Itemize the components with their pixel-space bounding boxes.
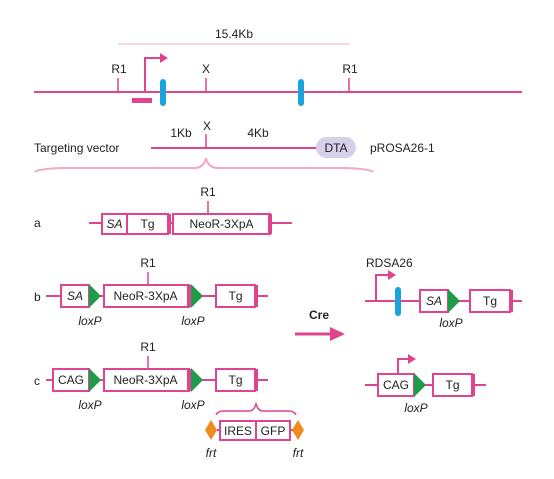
exon-2 — [298, 79, 304, 106]
construct-c: c CAG loxP NeoR-3XpA R1 loxP Tg IRES GFP… — [34, 340, 304, 460]
result-promoter-arrowhead-icon — [388, 270, 396, 280]
loxp-right-label-b: loxP — [181, 314, 204, 328]
result-c-promoter-arrowhead-icon — [408, 354, 416, 364]
vector-x-label: X — [203, 119, 211, 133]
loxp-right-label-c: loxP — [181, 398, 204, 412]
construct-b: b SA loxP NeoR-3XpA R1 loxP Tg — [34, 256, 268, 328]
gfp-box — [255, 420, 291, 441]
tg-label-b: Tg — [228, 289, 242, 303]
left-arm-label: 1Kb — [170, 126, 192, 140]
cre-arrow-icon — [330, 327, 345, 341]
tg-label-result-c: Tg — [445, 378, 459, 392]
tg-polya-b — [254, 285, 258, 307]
tg-polya-a — [167, 214, 171, 234]
r1-site-right-label: R1 — [342, 62, 358, 76]
loxp-left-label-c: loxP — [78, 398, 101, 412]
promoter-arrowhead-icon — [160, 53, 168, 63]
frt-right-icon — [292, 420, 304, 440]
sa-label-a: SA — [106, 217, 122, 231]
cre-recombination: Cre — [295, 308, 345, 341]
loxp-left-label-b: loxP — [78, 314, 101, 328]
frt-left-icon — [205, 420, 217, 440]
tg-polya-result-c — [471, 374, 475, 396]
tg-label-a: Tg — [140, 217, 154, 231]
neo-polya-b — [187, 285, 191, 307]
result-b: RDSA26 SA loxP Tg — [365, 256, 522, 330]
dta-label: DTA — [324, 141, 347, 155]
tg-label-result-b: Tg — [483, 294, 497, 308]
genomic-locus: 15.4Kb R1 X R1 — [34, 27, 522, 106]
result-promoter-arrow-icon — [375, 274, 390, 301]
result-locus-label: RDSA26 — [366, 256, 413, 270]
ires-label: IRES — [224, 424, 252, 438]
loxp-label-result-b: loxP — [439, 316, 462, 330]
result-exon — [395, 287, 401, 316]
loxp-icon-result-b — [448, 289, 460, 313]
frt-left-label: frt — [206, 446, 217, 460]
r1-site-left-label: R1 — [111, 62, 127, 76]
row-label-b: b — [34, 290, 41, 304]
exon-1 — [160, 79, 166, 106]
construct-a: a SA Tg NeoR-3XpA R1 — [34, 185, 292, 235]
plasmid-label: pROSA26-1 — [370, 141, 435, 155]
neo-label-b: NeoR-3XpA — [113, 289, 177, 303]
loxp-right-icon-b — [191, 284, 203, 308]
tg-label-c: Tg — [228, 373, 242, 387]
r1-label-c: R1 — [140, 340, 156, 354]
r1-label-a: R1 — [200, 185, 216, 199]
right-arm-label: 4Kb — [247, 126, 269, 140]
dta-cassette — [316, 137, 356, 158]
targeting-vector-label: Targeting vector — [34, 141, 119, 155]
promoter-arrow-icon — [144, 57, 162, 92]
x-site-label: X — [202, 62, 210, 76]
result-c-promoter-arrow-icon — [397, 358, 410, 374]
cag-label-c: CAG — [58, 373, 84, 387]
tg-polya-result-b — [509, 290, 513, 312]
insertion-bracket — [34, 157, 374, 173]
loxp-icon-result-c — [414, 373, 426, 397]
sa-label-result: SA — [426, 294, 442, 308]
neo-polya-c — [187, 369, 191, 391]
loxp-label-result-c: loxP — [404, 401, 427, 415]
neo-label-a: NeoR-3XpA — [189, 217, 253, 231]
targeting-vector: Targeting vector 1Kb X 4Kb DTA pROSA26-1 — [34, 119, 435, 173]
cre-label: Cre — [309, 308, 329, 322]
loxp-right-icon-c — [191, 368, 203, 392]
neo-label-c: NeoR-3XpA — [113, 373, 177, 387]
frt-right-label: frt — [293, 446, 304, 460]
loxp-left-icon-c — [89, 368, 101, 392]
r1-label-b: R1 — [140, 256, 156, 270]
loxp-left-icon-b — [89, 284, 101, 308]
row-label-c: c — [34, 374, 40, 388]
tg-polya-c — [254, 369, 258, 391]
result-c: CAG loxP Tg — [365, 354, 486, 415]
gfp-label: GFP — [261, 424, 286, 438]
probe-bar — [132, 98, 152, 103]
span-label: 15.4Kb — [215, 27, 253, 41]
row-label-a: a — [34, 216, 41, 230]
cag-label-result: CAG — [383, 378, 409, 392]
ires-gfp-bracket — [215, 401, 297, 416]
neo-polya-a — [268, 214, 272, 234]
sa-label-b: SA — [67, 289, 83, 303]
